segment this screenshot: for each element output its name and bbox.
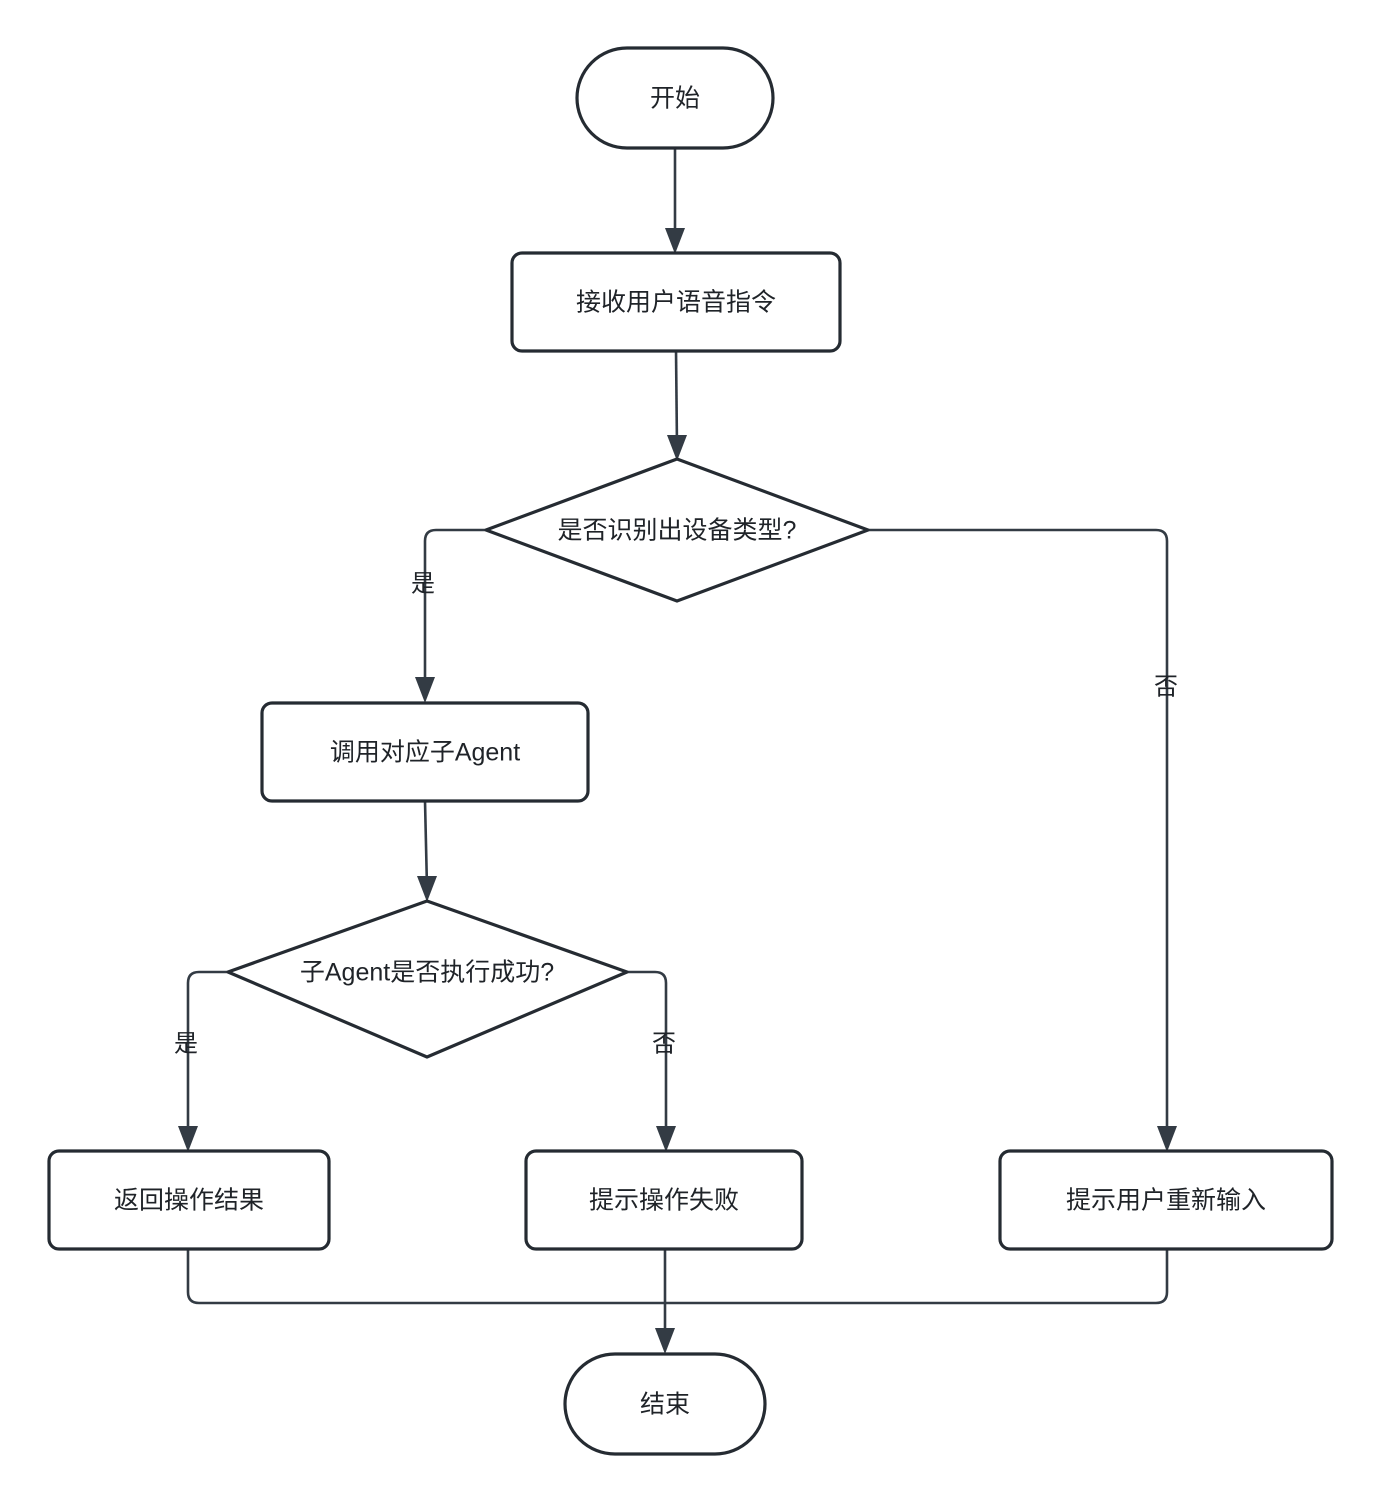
node-call-sub-agent[interactable]: 调用对应子Agent <box>260 701 590 803</box>
node-decision2-label: 子Agent是否执行成功? <box>300 959 554 987</box>
node-decision-sub-agent-success[interactable]: 子Agent是否执行成功? <box>226 899 629 1059</box>
node-receive-label: 接收用户语音指令 <box>576 289 776 317</box>
edge-label-yes-2: 是 <box>174 1030 198 1057</box>
edge-label-no-2: 否 <box>652 1030 676 1057</box>
node-result-label: 返回操作结果 <box>114 1187 264 1215</box>
node-end[interactable]: 结束 <box>563 1352 767 1456</box>
edge-reinput-to-end <box>665 1249 1169 1305</box>
node-callagent-shape[interactable] <box>260 701 590 803</box>
node-start[interactable]: 开始 <box>575 46 775 150</box>
node-callagent-label: 调用对应子Agent <box>330 739 520 767</box>
node-decision1-shape[interactable] <box>484 457 870 603</box>
edge-result-to-end <box>186 1249 665 1305</box>
node-decision1-label: 是否识别出设备类型? <box>558 517 797 545</box>
node-end-shape[interactable] <box>563 1352 767 1456</box>
node-prompt-user-reinput[interactable]: 提示用户重新输入 <box>998 1149 1334 1251</box>
node-failed-label: 提示操作失败 <box>589 1187 739 1215</box>
node-layer: 开始 接收用户语音指令 是否识别出设备类型? 调用对应子Agent 子Agent… <box>47 46 1334 1456</box>
edge-failed-to-end <box>655 1249 675 1354</box>
edge-label-no-1: 否 <box>1154 673 1178 700</box>
edge-start-to-receive <box>665 148 685 254</box>
edge-decide1-no-to-reinput: 否 <box>868 528 1178 1152</box>
edge-receive-to-decide1 <box>667 349 687 461</box>
node-start-shape[interactable] <box>575 46 775 150</box>
edge-callagent-to-decide2 <box>417 800 437 902</box>
edge-decide1-yes-to-callagent: 是 <box>411 528 486 703</box>
edge-decide2-yes-to-result: 是 <box>174 970 228 1152</box>
edge-layer: 是 否 是 否 <box>174 148 1178 1354</box>
node-reinput-label: 提示用户重新输入 <box>1066 1187 1266 1215</box>
edge-label-yes-1: 是 <box>411 570 435 597</box>
node-result-shape[interactable] <box>47 1149 331 1251</box>
node-failed-shape[interactable] <box>524 1149 804 1251</box>
edge-decide2-no-to-failed: 否 <box>626 970 676 1152</box>
node-return-result[interactable]: 返回操作结果 <box>47 1149 331 1251</box>
node-decision-device-type[interactable]: 是否识别出设备类型? <box>484 457 870 603</box>
node-receive-voice-command[interactable]: 接收用户语音指令 <box>510 251 842 353</box>
node-decision2-shape[interactable] <box>226 899 629 1059</box>
node-reinput-shape[interactable] <box>998 1149 1334 1251</box>
node-start-label: 开始 <box>650 85 700 113</box>
node-end-label: 结束 <box>640 1391 690 1419</box>
node-receive-shape[interactable] <box>510 251 842 353</box>
node-prompt-operation-failed[interactable]: 提示操作失败 <box>524 1149 804 1251</box>
